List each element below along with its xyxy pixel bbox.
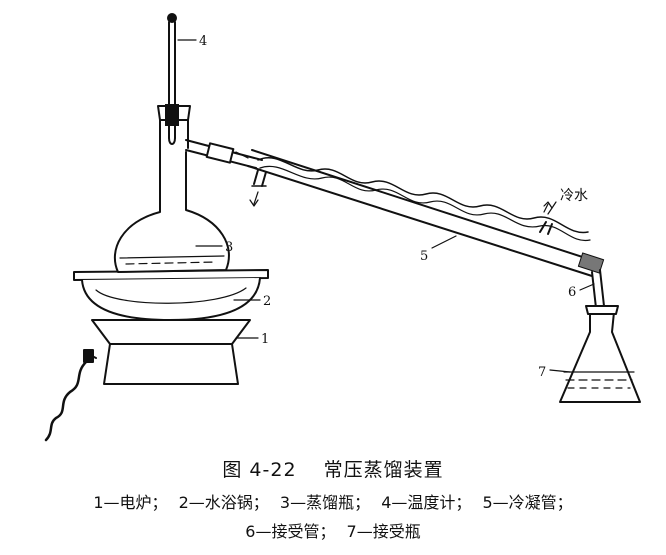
- leader-line-cold-water: [547, 201, 557, 215]
- figure-title: 常压蒸馏装置: [323, 459, 444, 481]
- callout-7: 7: [538, 365, 546, 380]
- legend-item-receiving-adapter: 6—接受管；: [245, 522, 336, 541]
- figure-caption: 图 4-22 常压蒸馏装置: [0, 455, 666, 482]
- legend-item-distillation-flask: 3—蒸馏瓶；: [279, 493, 371, 512]
- callout-6: 6: [568, 285, 576, 300]
- callout-4: 4: [199, 34, 207, 49]
- callout-5: 5: [420, 249, 428, 264]
- electric-stove: [44, 319, 251, 442]
- callout-3: 3: [225, 240, 233, 255]
- receiving-adapter: [577, 252, 605, 309]
- leader-line-7: [549, 369, 571, 373]
- legend-line-2: 6—接受管； 7—接受瓶: [0, 518, 666, 542]
- callout-1: 1: [261, 332, 269, 347]
- side-arm: [185, 139, 263, 169]
- legend-line-1: 1—电炉； 2—水浴锅； 3—蒸馏瓶； 4—温度计； 5—冷凝管；: [0, 489, 666, 513]
- leader-line-5: [431, 235, 457, 249]
- condenser: [247, 149, 599, 277]
- distillation-apparatus-diagram: 4 3 2 1 5 6 7 冷水: [44, 13, 641, 442]
- water-bath: [73, 269, 269, 321]
- distillation-flask: [113, 105, 230, 273]
- thermometer: [165, 13, 179, 145]
- cold-water-label: 冷水: [560, 188, 588, 204]
- legend-item-electric-stove: 1—电炉；: [93, 493, 168, 512]
- legend-item-thermometer: 4—温度计；: [381, 493, 472, 512]
- receiving-flask: [559, 305, 641, 403]
- figure-number: 图 4-22: [222, 459, 297, 481]
- legend-item-condenser: 5—冷凝管；: [482, 493, 573, 512]
- legend-item-receiving-flask: 7—接受瓶: [346, 522, 421, 541]
- legend-item-water-bath: 2—水浴锅；: [178, 493, 269, 512]
- callout-2: 2: [263, 294, 271, 309]
- leader-line-6: [579, 283, 595, 291]
